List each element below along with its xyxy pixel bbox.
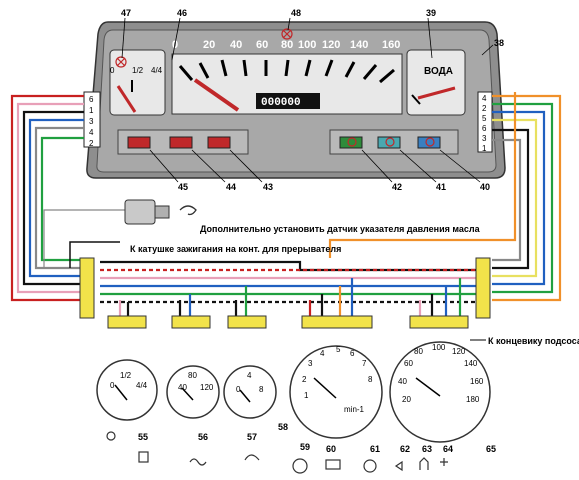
svg-text:4: 4 (320, 349, 325, 358)
svg-text:3: 3 (89, 117, 94, 126)
speed-tick-label: 160 (382, 39, 400, 51)
speed-ticks (178, 59, 395, 84)
svg-text:min-1: min-1 (344, 405, 365, 414)
left-panel-connector: 6 1 3 4 2 (83, 91, 101, 148)
svg-text:80: 80 (414, 347, 423, 356)
fuel-scale-label: 4/4 (151, 66, 163, 75)
callout: 38 (494, 38, 504, 48)
svg-text:0: 0 (236, 385, 241, 394)
callout: 40 (480, 182, 490, 192)
svg-text:140: 140 (464, 359, 478, 368)
water-gauge-face (406, 49, 466, 116)
right-panel-connector: 4 2 5 6 3 1 (477, 91, 493, 153)
svg-text:5: 5 (482, 114, 487, 123)
callout: 41 (436, 182, 446, 192)
svg-text:4: 4 (89, 128, 94, 137)
svg-text:40: 40 (398, 377, 407, 386)
fuel-needle (116, 85, 137, 113)
gauge-ids: 55 56 57 58 59 60 61 62 63 64 65 (138, 422, 496, 454)
svg-text:0: 0 (110, 381, 115, 390)
gauge-56: 40 80 120 (166, 365, 220, 419)
gauge-connectors (107, 315, 469, 329)
gauge-55: 0 1/2 4/4 (96, 359, 158, 421)
speed-tick-label: 40 (230, 39, 242, 51)
svg-text:60: 60 (326, 444, 336, 454)
harness-connectors (79, 257, 491, 319)
speed-tick-label: 140 (350, 39, 368, 51)
speed-needle (193, 78, 240, 112)
speed-tick-label: 80 (281, 39, 293, 51)
speedometer-face (171, 53, 403, 115)
svg-text:3: 3 (482, 134, 487, 143)
svg-text:64: 64 (443, 444, 453, 454)
svg-text:56: 56 (198, 432, 208, 442)
svg-text:120: 120 (452, 347, 466, 356)
svg-text:80: 80 (188, 371, 197, 380)
svg-text:62: 62 (400, 444, 410, 454)
gauge-57: 0 4 8 (223, 365, 277, 419)
svg-text:100: 100 (432, 343, 446, 352)
note-ignition: К катушке зажигания на конт. для прерыва… (130, 244, 341, 254)
speedometer: 20 40 60 80 100 120 140 160 180 (389, 341, 491, 443)
tachometer: 1 2 3 4 5 6 7 8 min-1 (289, 345, 383, 439)
note-trunk-switch: К концевику подсоса (488, 336, 579, 346)
svg-text:2: 2 (482, 104, 487, 113)
svg-text:40: 40 (178, 383, 187, 392)
wire-harness (10, 92, 562, 320)
odometer-digits: 000000 (261, 97, 301, 109)
speed-tick-label: 60 (256, 39, 268, 51)
svg-text:61: 61 (370, 444, 380, 454)
speed-tick-label: 120 (322, 39, 340, 51)
svg-text:3: 3 (308, 359, 313, 368)
svg-text:120: 120 (200, 383, 214, 392)
svg-text:4: 4 (482, 94, 487, 103)
svg-text:6: 6 (350, 349, 355, 358)
svg-text:6: 6 (89, 95, 94, 104)
callout: 46 (177, 8, 187, 18)
speed-scale: 0 20 40 60 80 100 120 140 160 (172, 39, 400, 51)
svg-text:8: 8 (368, 375, 373, 384)
svg-text:58: 58 (278, 422, 288, 432)
callout: 48 (291, 8, 301, 18)
fuel-scale-label: 1/2 (132, 66, 144, 75)
svg-text:55: 55 (138, 432, 148, 442)
callout: 44 (226, 182, 236, 192)
indicator-icons (106, 431, 448, 474)
speed-tick-label: 100 (298, 39, 316, 51)
note-oil-sensor: Дополнительно установить датчик указател… (200, 224, 481, 234)
water-needle (417, 86, 456, 100)
fuel-scale-label: 0 (110, 66, 115, 75)
callout: 42 (392, 182, 402, 192)
svg-text:5: 5 (336, 345, 341, 354)
callout: 45 (178, 182, 188, 192)
callout: 43 (263, 182, 273, 192)
svg-text:6: 6 (482, 124, 487, 133)
callout: 39 (426, 8, 436, 18)
svg-text:8: 8 (259, 385, 264, 394)
oil-pressure-sensor (124, 199, 197, 225)
svg-text:60: 60 (404, 359, 413, 368)
svg-text:1: 1 (89, 106, 94, 115)
panel-callouts: 47 46 48 39 38 45 44 43 42 41 40 (121, 8, 504, 192)
svg-text:59: 59 (300, 442, 310, 452)
svg-text:1/2: 1/2 (120, 371, 132, 380)
speed-tick-label: 20 (203, 39, 215, 51)
odometer (256, 93, 320, 109)
svg-text:7: 7 (362, 359, 367, 368)
svg-text:2: 2 (89, 139, 94, 148)
svg-text:4/4: 4/4 (136, 381, 148, 390)
svg-text:1: 1 (304, 391, 309, 400)
svg-text:1: 1 (482, 144, 487, 153)
svg-text:57: 57 (247, 432, 257, 442)
callout: 47 (121, 8, 131, 18)
svg-text:2: 2 (302, 375, 307, 384)
water-label: ВОДА (424, 66, 453, 77)
svg-text:20: 20 (402, 395, 411, 404)
svg-text:4: 4 (247, 371, 252, 380)
svg-text:180: 180 (466, 395, 480, 404)
svg-text:63: 63 (422, 444, 432, 454)
svg-text:65: 65 (486, 444, 496, 454)
svg-text:160: 160 (470, 377, 484, 386)
